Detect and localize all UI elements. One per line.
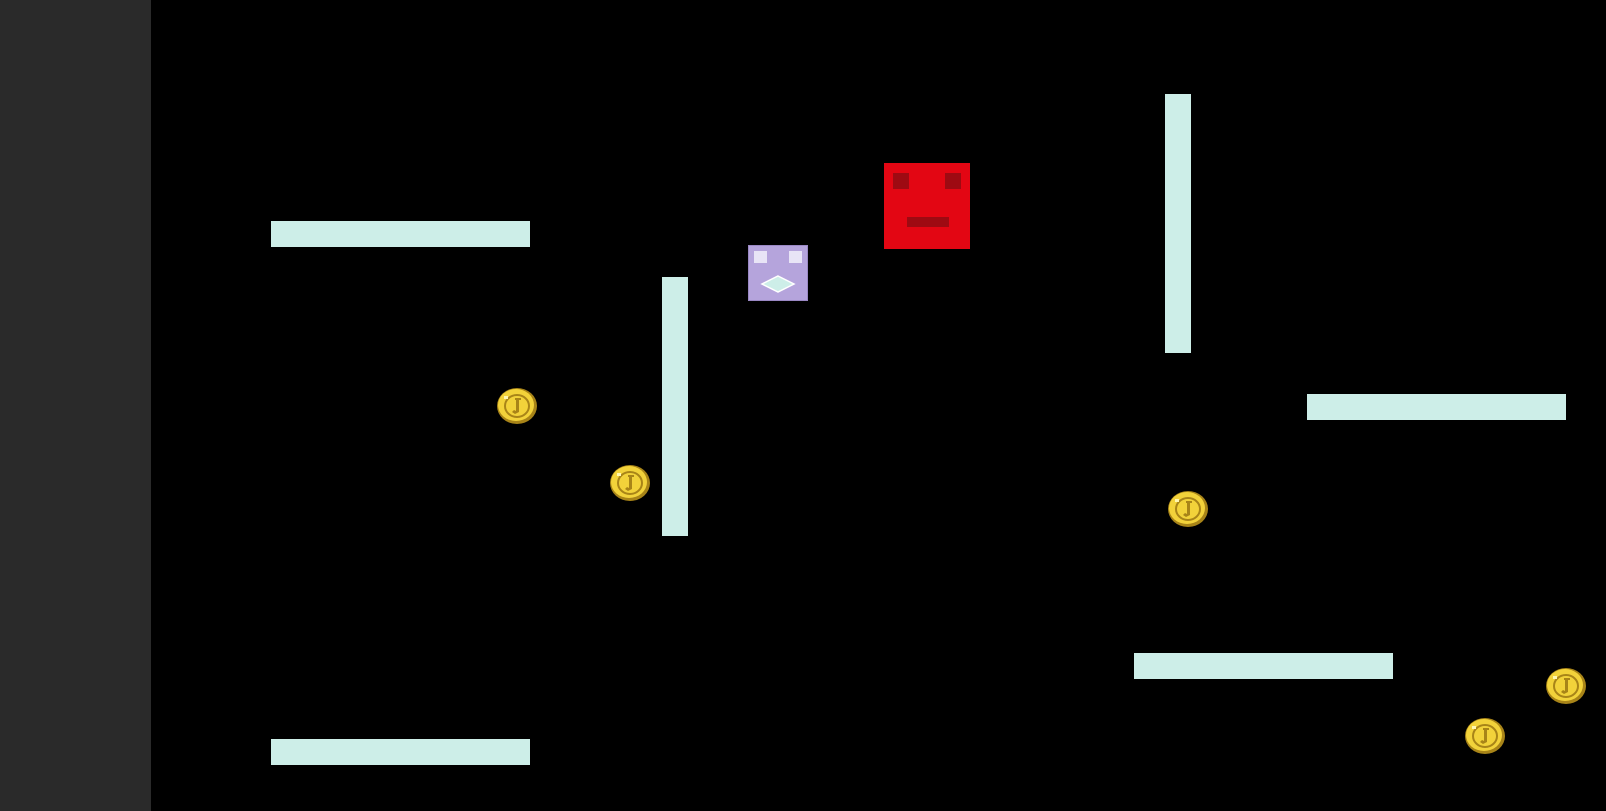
coin-icon[interactable] xyxy=(1463,716,1507,756)
coin-icon[interactable] xyxy=(608,463,652,503)
coin-icon[interactable] xyxy=(1544,666,1588,706)
coin-icon xyxy=(1168,491,1208,527)
coin-icon xyxy=(1465,718,1505,754)
wall-vertical-center xyxy=(662,277,688,536)
game-stage[interactable] xyxy=(151,0,1606,811)
wall-horizontal-bottom-left xyxy=(271,739,530,765)
wall-horizontal-bottom-right xyxy=(1134,653,1393,679)
enemy-character[interactable] xyxy=(884,163,970,249)
angry-block-icon xyxy=(884,163,970,249)
player-character[interactable] xyxy=(748,245,808,301)
side-panel xyxy=(0,0,151,811)
wall-horizontal-right xyxy=(1307,394,1566,420)
coin-icon xyxy=(1546,668,1586,704)
ghost-square-icon xyxy=(748,245,808,301)
coin-icon[interactable] xyxy=(1166,489,1210,529)
coin-icon[interactable] xyxy=(495,386,539,426)
coin-icon xyxy=(610,465,650,501)
wall-vertical-right xyxy=(1165,94,1191,353)
wall-horizontal-top-left xyxy=(271,221,530,247)
coin-icon xyxy=(497,388,537,424)
